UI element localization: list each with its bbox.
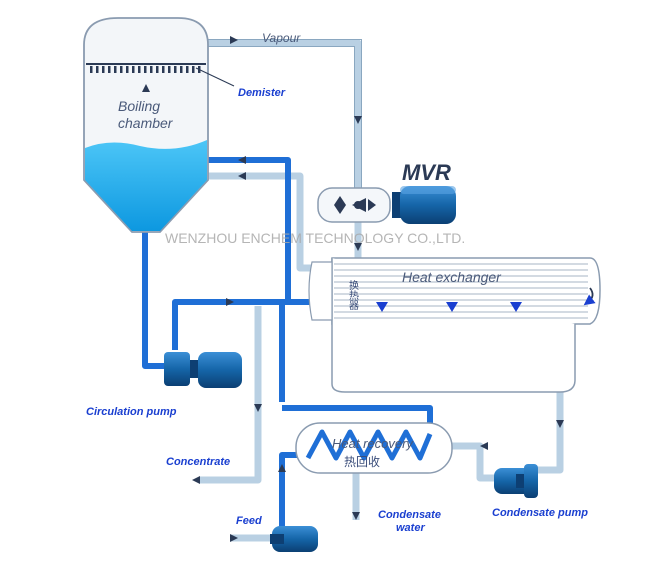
demister-element	[168, 66, 171, 73]
demister-element	[156, 66, 159, 73]
demister-leader	[195, 67, 235, 87]
demister-element	[114, 66, 117, 73]
fan-icon	[334, 196, 376, 214]
demister-element	[174, 66, 177, 73]
watermark: WENZHOU ENCHEM TECHNOLOGY CO.,LTD.	[165, 230, 465, 246]
feed-pump	[270, 526, 318, 552]
heat-recovery-label: Heat recovery	[332, 436, 414, 451]
condensate-pump-label: Condensate pump	[492, 507, 588, 519]
return-arrow-icon	[583, 287, 596, 306]
circulation-pump-label: Circulation pump	[86, 406, 177, 418]
demister-pattern	[90, 66, 201, 73]
boiling-chamber-label-2: chamber	[118, 115, 174, 131]
heat-exchanger	[308, 257, 601, 393]
demister-label: Demister	[238, 87, 286, 99]
condensate-pump	[494, 464, 538, 498]
demister-element	[138, 66, 141, 73]
demister-element	[186, 66, 189, 73]
feed-label: Feed	[236, 515, 262, 527]
boiling-chamber-label-1: Boiling	[118, 98, 160, 114]
flow-arrows	[192, 36, 564, 542]
circulation-pump	[164, 352, 242, 388]
demister-element	[96, 66, 99, 73]
mvr-label: MVR	[402, 160, 451, 185]
concentrate-label: Concentrate	[166, 456, 230, 468]
heat-recovery	[295, 422, 453, 474]
cold-piping-outline	[205, 39, 362, 188]
heat-exchanger-label: Heat exchanger	[402, 269, 502, 285]
heat-recovery-cn-label: 热回收	[344, 455, 380, 469]
heat-recovery-coil	[305, 429, 433, 461]
tube-bundle	[334, 263, 588, 319]
heat-exchanger-cn-label: 换热器	[347, 279, 359, 311]
boiling-chamber	[83, 17, 209, 233]
downward-flow-arrows	[376, 302, 522, 312]
demister-element	[144, 66, 147, 73]
demister-element	[90, 66, 93, 73]
condensate-water-label-2: water	[396, 522, 425, 534]
condensate-water-label-1: Condensate	[378, 509, 441, 521]
demister-element	[120, 66, 123, 73]
demister-element	[108, 66, 111, 73]
vapour-label: Vapour	[262, 31, 301, 45]
demister-element	[102, 66, 105, 73]
vapour-up-arrow	[142, 84, 150, 92]
demister-element	[126, 66, 129, 73]
demister-element	[180, 66, 183, 73]
demister-element	[150, 66, 153, 73]
cold-piping	[200, 39, 564, 542]
mvr-compressor	[317, 186, 456, 224]
demister-element	[162, 66, 165, 73]
demister-element	[132, 66, 135, 73]
demister-element	[192, 66, 195, 73]
